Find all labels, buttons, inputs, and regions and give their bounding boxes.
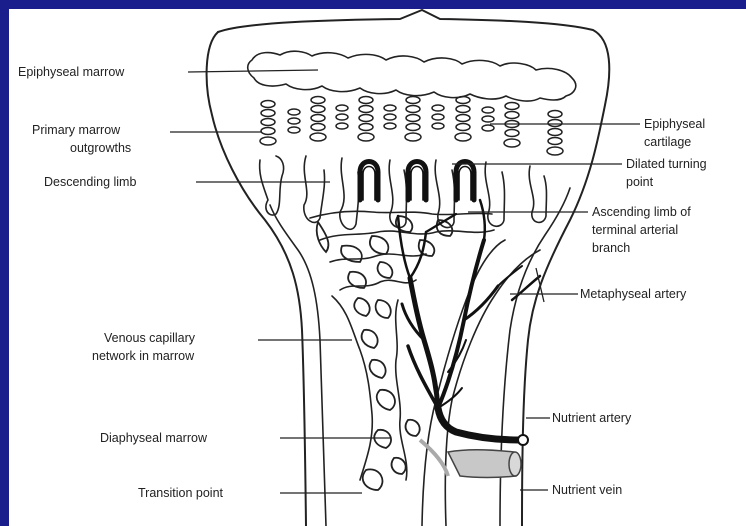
cartilage-cell-columns	[260, 97, 563, 156]
label-nutrient-vein: Nutrient vein	[552, 483, 622, 497]
label-epiphyseal-cartilage-line2: cartilage	[644, 135, 691, 149]
nutrient-vein	[420, 440, 521, 478]
label-dilated-turning-line1: Dilated turning	[626, 157, 707, 171]
label-nutrient-artery: Nutrient artery	[552, 411, 632, 425]
leader-lines	[170, 70, 640, 493]
diagram-canvas: Epiphyseal marrow Primary marrow outgrow…	[9, 9, 746, 526]
terminal-arterial-loops	[360, 162, 474, 201]
bone-vascular-diagram: Epiphyseal marrow Primary marrow outgrow…	[9, 9, 746, 526]
label-descending-limb: Descending limb	[44, 175, 136, 189]
label-venous-capillary-line1: Venous capillary	[104, 331, 196, 345]
label-diaphyseal-marrow: Diaphyseal marrow	[100, 431, 208, 445]
label-ascending-limb-line3: branch	[592, 241, 630, 255]
metaphyseal-artery	[512, 268, 544, 302]
label-ascending-limb-line1: Ascending limb of	[592, 205, 691, 219]
epiphyseal-marrow-region	[248, 51, 576, 101]
label-epiphyseal-marrow: Epiphyseal marrow	[18, 65, 125, 79]
label-ascending-limb-line2: terminal arterial	[592, 223, 678, 237]
label-transition-point: Transition point	[138, 486, 224, 500]
label-primary-marrow-line1: Primary marrow	[32, 123, 121, 137]
label-dilated-turning-line2: point	[626, 175, 654, 189]
label-primary-marrow-line2: outgrowths	[70, 141, 131, 155]
arterial-tree	[398, 200, 528, 445]
marrow-outgrowths	[260, 156, 547, 229]
label-venous-capillary-line2: network in marrow	[92, 349, 195, 363]
label-epiphyseal-cartilage-line1: Epiphyseal	[644, 117, 705, 131]
label-metaphyseal-artery: Metaphyseal artery	[580, 287, 687, 301]
